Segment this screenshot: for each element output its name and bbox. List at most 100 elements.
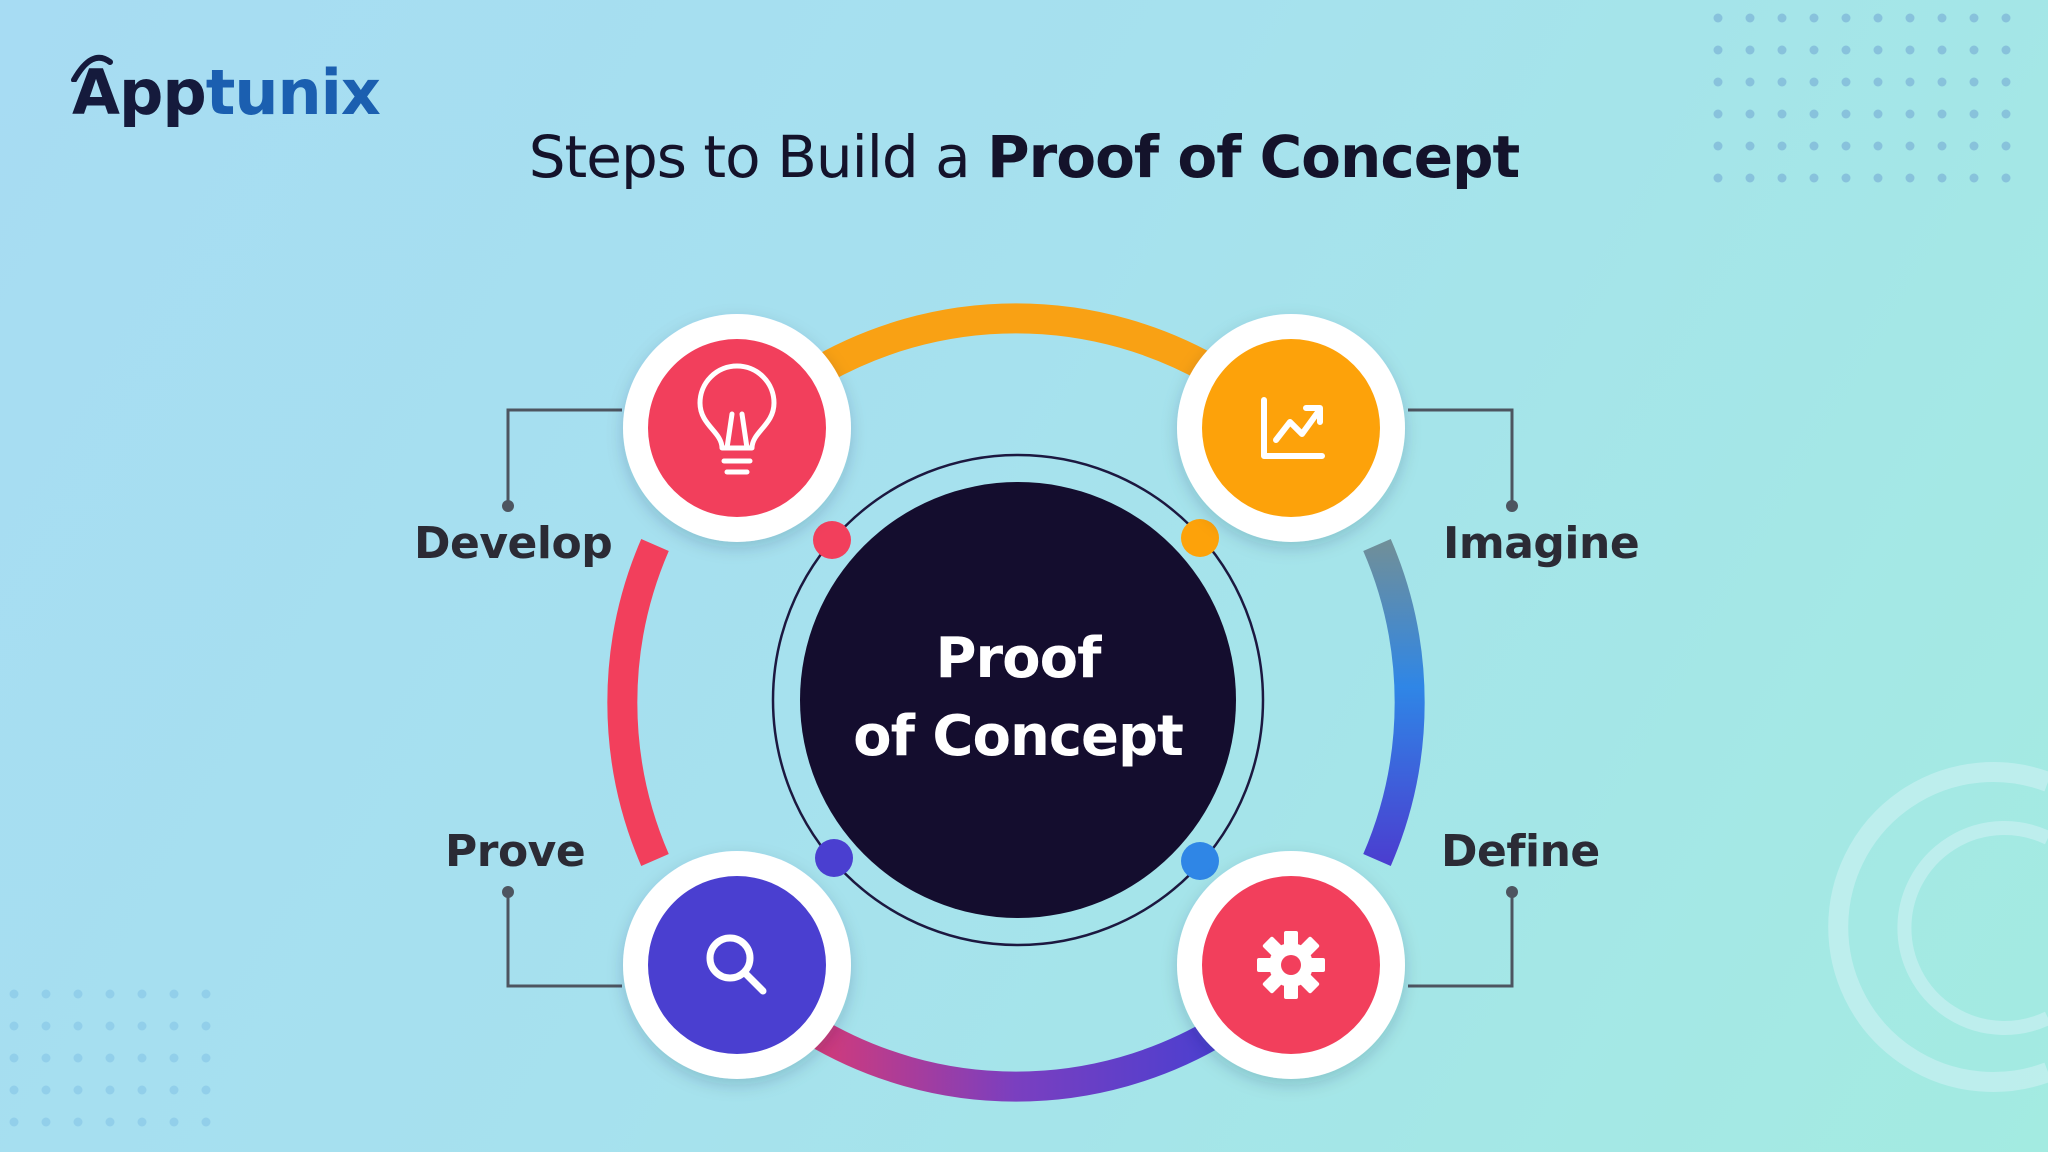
gear-icon (1257, 931, 1325, 999)
decorative-dot (1745, 45, 1755, 55)
decorative-dot (1745, 141, 1755, 151)
decorative-dot (1841, 109, 1851, 119)
decorative-dot (137, 1053, 147, 1063)
decorative-dot (1937, 77, 1947, 87)
decorative-dot (1969, 13, 1979, 23)
decorative-dot (1809, 13, 1819, 23)
decorative-dot (137, 1117, 147, 1127)
decorative-dot (1809, 109, 1819, 119)
decorative-dot (169, 989, 179, 999)
dot-pattern-top-right (1713, 13, 2011, 183)
decorative-dot (1937, 173, 1947, 183)
decorative-dot (1777, 45, 1787, 55)
decorative-dot (1873, 141, 1883, 151)
connector-lines (506, 408, 1514, 988)
decorative-dot (2001, 13, 2011, 23)
decorative-dot (137, 989, 147, 999)
decorative-dot (201, 1021, 211, 1031)
decorative-dot (2001, 109, 2011, 119)
center-title: Proof of Concept (818, 620, 1218, 776)
step-node-define (1177, 851, 1405, 1079)
decorative-dot (1777, 109, 1787, 119)
decorative-dot (1905, 45, 1915, 55)
step-node-prove (623, 851, 851, 1079)
decorative-dot (1969, 109, 1979, 119)
decorative-dot (9, 1117, 19, 1127)
decorative-dot (105, 1021, 115, 1031)
decorative-dot (1713, 141, 1723, 151)
connector-define (1408, 892, 1514, 988)
decorative-dot (2001, 141, 2011, 151)
decorative-dot (1905, 173, 1915, 183)
decorative-dot (1873, 13, 1883, 23)
step-node-develop (623, 314, 851, 542)
decorative-dot (9, 989, 19, 999)
ring-segment-left (607, 539, 669, 866)
decorative-dot (1809, 45, 1819, 55)
decorative-dot (1841, 13, 1851, 23)
decorative-dot (169, 1085, 179, 1095)
decorative-dot (41, 1085, 51, 1095)
decorative-dot (1841, 77, 1851, 87)
decorative-dot (1777, 13, 1787, 23)
connector-dots (502, 500, 1518, 898)
decorative-dot (1777, 173, 1787, 183)
decorative-dot (137, 1085, 147, 1095)
decorative-dot (1905, 77, 1915, 87)
decorative-dot (73, 1053, 83, 1063)
accent-dot-develop (813, 521, 851, 559)
decorative-dot (73, 989, 83, 999)
decorative-dot (2001, 173, 2011, 183)
decorative-dot (169, 1021, 179, 1031)
step-node-imagine (1177, 314, 1405, 542)
center-title-line-2: of Concept (853, 704, 1184, 769)
ring-segment-top (804, 303, 1228, 388)
decorative-dot (1777, 77, 1787, 87)
inner-thin-ring (771, 453, 1265, 947)
page-title: Steps to Build a Proof of Concept (0, 128, 2048, 186)
decorative-dot (1873, 109, 1883, 119)
decorative-dot (2001, 45, 2011, 55)
decorative-dot (105, 1053, 115, 1063)
connector-imagine (1408, 408, 1514, 506)
decorative-dot (1969, 141, 1979, 151)
connector-prove (506, 892, 622, 988)
decorative-dot (1905, 13, 1915, 23)
accent-dot-imagine (1181, 519, 1219, 557)
decorative-dot (1969, 173, 1979, 183)
decorative-dot (9, 1053, 19, 1063)
lightbulb-icon (697, 363, 777, 475)
decorative-dot (1745, 173, 1755, 183)
decorative-dot (105, 1085, 115, 1095)
decorative-dot (1713, 45, 1723, 55)
decorative-dot (201, 989, 211, 999)
center-title-line-1: Proof (935, 626, 1102, 691)
decorative-dot (1905, 109, 1915, 119)
center-circle (800, 482, 1236, 918)
accent-dot-define (1181, 842, 1219, 880)
decorative-arcs (1828, 762, 2048, 1092)
decorative-dot (1809, 141, 1819, 151)
decorative-dot (201, 1117, 211, 1127)
title-regular: Steps to Build a (528, 123, 988, 191)
decorative-dot (1873, 77, 1883, 87)
step-label-define: Define (1441, 826, 1600, 877)
logo-text-tunix: tunix (205, 56, 381, 129)
decorative-dot (41, 1021, 51, 1031)
decorative-dot (9, 1021, 19, 1031)
decorative-dot (73, 1085, 83, 1095)
connector-develop (506, 408, 622, 506)
decorative-dot (73, 1117, 83, 1127)
logo-text-app: App (72, 56, 207, 129)
decorative-dot (1841, 141, 1851, 151)
decorative-dot (2001, 77, 2011, 87)
decorative-dot (1841, 45, 1851, 55)
outer-ring (607, 303, 1425, 1102)
decorative-dot (201, 1085, 211, 1095)
ring-segment-right (1363, 539, 1425, 866)
decorative-dot (1713, 13, 1723, 23)
decorative-dot (9, 1085, 19, 1095)
decorative-dot (1937, 109, 1947, 119)
decorative-dot (1905, 141, 1915, 151)
decorative-dot (137, 1021, 147, 1031)
